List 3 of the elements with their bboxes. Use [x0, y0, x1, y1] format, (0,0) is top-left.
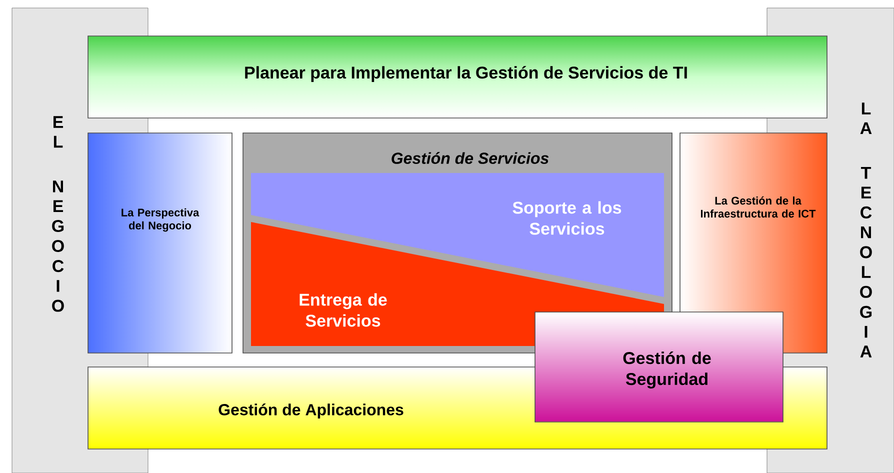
- business-box: La Perspectiva del Negocio: [88, 132, 232, 354]
- security-box: Gestión de Seguridad: [534, 312, 784, 422]
- planning-box: Planear para Implementar la Gestión de Servicios de TI: [88, 36, 828, 118]
